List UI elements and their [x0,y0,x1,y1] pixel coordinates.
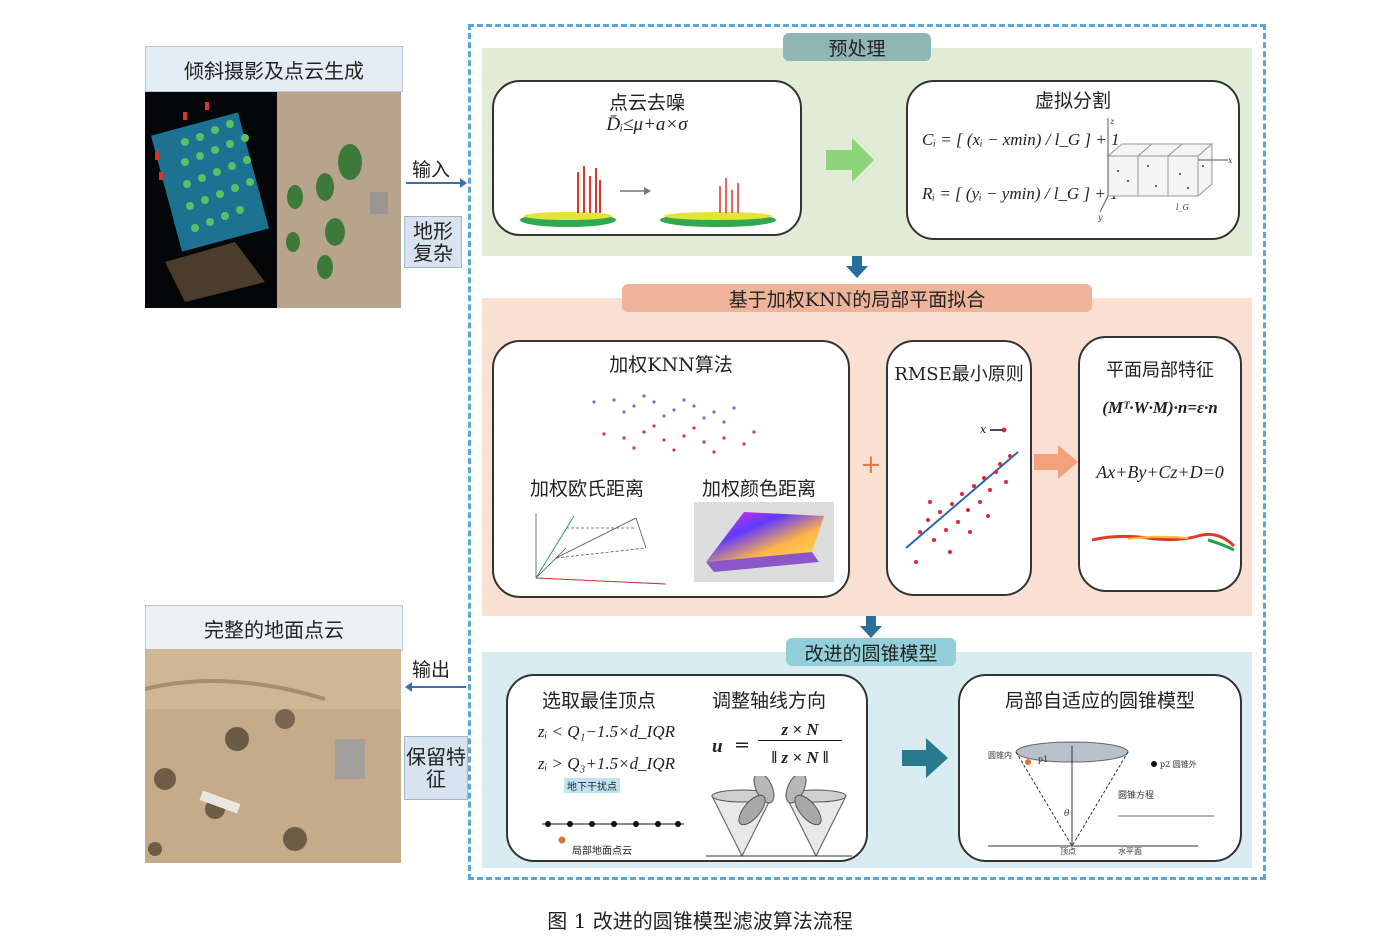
euclid-diagram [535,513,667,585]
segment-title: 虚拟分割 [1034,90,1111,112]
rmse-x-label: x [980,423,987,436]
axis-title: 调整轴线方向 [712,690,827,712]
axis-formula-num: z × N [758,720,842,741]
rmse-title: RMSE最小原则 [894,364,1024,385]
oblique-pointcloud-image [145,92,401,308]
color-title: 加权颜色距离 [702,478,817,500]
denoise-formula: D̄ᵢ≤μ+a×σ [606,114,688,135]
axis-equals: = [734,734,750,756]
feature-card: 平面局部特征 (Mᵀ·W·M)·n=ε·n Ax+By+Cz+D=0 [1078,336,1242,592]
color-distance-diagram [694,502,834,582]
cone-eq-title: 圆锥方程 [1118,789,1154,801]
underground-label: 地下干扰点 [564,778,620,793]
axis-z: z [1109,117,1115,126]
axis-formula-den: ‖ z × N ‖ [771,748,829,767]
euclid-title: 加权欧氏距离 [530,478,645,500]
algorithm-frame [468,24,1266,880]
cone-p1-label: p1 [1038,755,1048,764]
knn-scatter [592,394,756,454]
denoise-card: 点云去噪 D̄ᵢ≤μ+a×σ [492,80,802,236]
down-arrow-2 [860,616,882,638]
knn-card: 加权KNN算法 加权欧氏距离 加权颜色距离 [492,340,850,598]
complex-terrain-box: 地形复杂 [404,216,462,268]
knn-arrow [1034,445,1078,479]
input-arrow [406,178,467,188]
vertex-formula-1: zᵢ < Q₁−1.5×d_IQR [538,722,675,741]
output-arrow [405,682,466,692]
input-label: 输入 [412,159,451,181]
preprocess-title: 预处理 [783,33,931,61]
ground-points-line [542,821,684,844]
ri-formula: Rᵢ = [ (yᵢ − ymin) / l_G ] + 1 [922,184,1119,203]
cone-arrow [902,738,948,778]
knn-title: 基于加权KNN的局部平面拟合 [622,284,1092,312]
plus-sign: + [860,450,882,480]
lg-label: l_G [1176,203,1190,212]
ground-pointcloud-image [145,649,401,863]
adaptive-title: 局部自适应的圆锥模型 [1004,690,1195,712]
preprocess-arrow [826,138,874,182]
denoise-title: 点云去噪 [608,92,685,114]
cone-horizontal-label: 水平面 [1118,846,1142,856]
axis-y: y [1098,213,1103,222]
feature-title: 平面局部特征 [1106,360,1214,381]
feature-eq2: Ax+By+Cz+D=0 [1096,462,1224,482]
cone-inside-label: 圆锥内 [988,750,1012,760]
cone-theta-label: θ [1064,809,1070,819]
ground-label: 局部地面点云 [572,846,632,857]
preserve-feature-box: 保留特征 [404,736,468,800]
cone-axis-illustration [706,776,852,858]
denoise-illustration [520,166,776,227]
figure-caption: 图 1 改进的圆锥模型滤波算法流程 [547,909,853,933]
down-arrow-1 [846,256,868,278]
cone-vertex-label: 顶点 [1060,847,1076,856]
cone-title: 改进的圆锥模型 [786,638,956,666]
axis-x: x [1228,156,1233,165]
vertex-title: 选取最佳顶点 [542,690,657,712]
input-image-title: 倾斜摄影及点云生成 [145,46,403,92]
segment-card: 虚拟分割 Cᵢ = [ (xᵢ − xmin) / l_G ] + 1 Rᵢ =… [906,80,1240,240]
voxel-grid-illustration: z x y l_G [1098,117,1233,222]
axis-u: u [712,736,723,757]
local-plane-profile [1091,532,1236,552]
vertex-formula-2: zᵢ > Q₃+1.5×d_IQR [538,754,675,773]
adaptive-cone-diagram: 圆锥内 p1 p2 圆锥外 圆锥方程 θ 顶点 水平面 [988,741,1214,856]
ci-formula: Cᵢ = [ (xᵢ − xmin) / l_G ] + 1 [922,130,1120,149]
rmse-card: RMSE最小原则 x [886,340,1032,596]
rmse-scatter: x [905,423,1019,564]
vertex-axis-card: 选取最佳顶点 调整轴线方向 zᵢ < Q₁−1.5×d_IQR zᵢ > Q₃+… [506,674,868,862]
output-image-title: 完整的地面点云 [145,605,403,651]
output-label: 输出 [412,659,451,681]
cone-outside-label: p2 圆锥外 [1160,759,1197,769]
feature-eq1: (Mᵀ·W·M)·n=ε·n [1102,398,1218,417]
knn-title-card: 加权KNN算法 [609,354,733,376]
adaptive-cone-card: 局部自适应的圆锥模型 圆锥内 p1 p2 圆锥外 圆锥方程 θ 顶点 水平面 [958,674,1242,862]
